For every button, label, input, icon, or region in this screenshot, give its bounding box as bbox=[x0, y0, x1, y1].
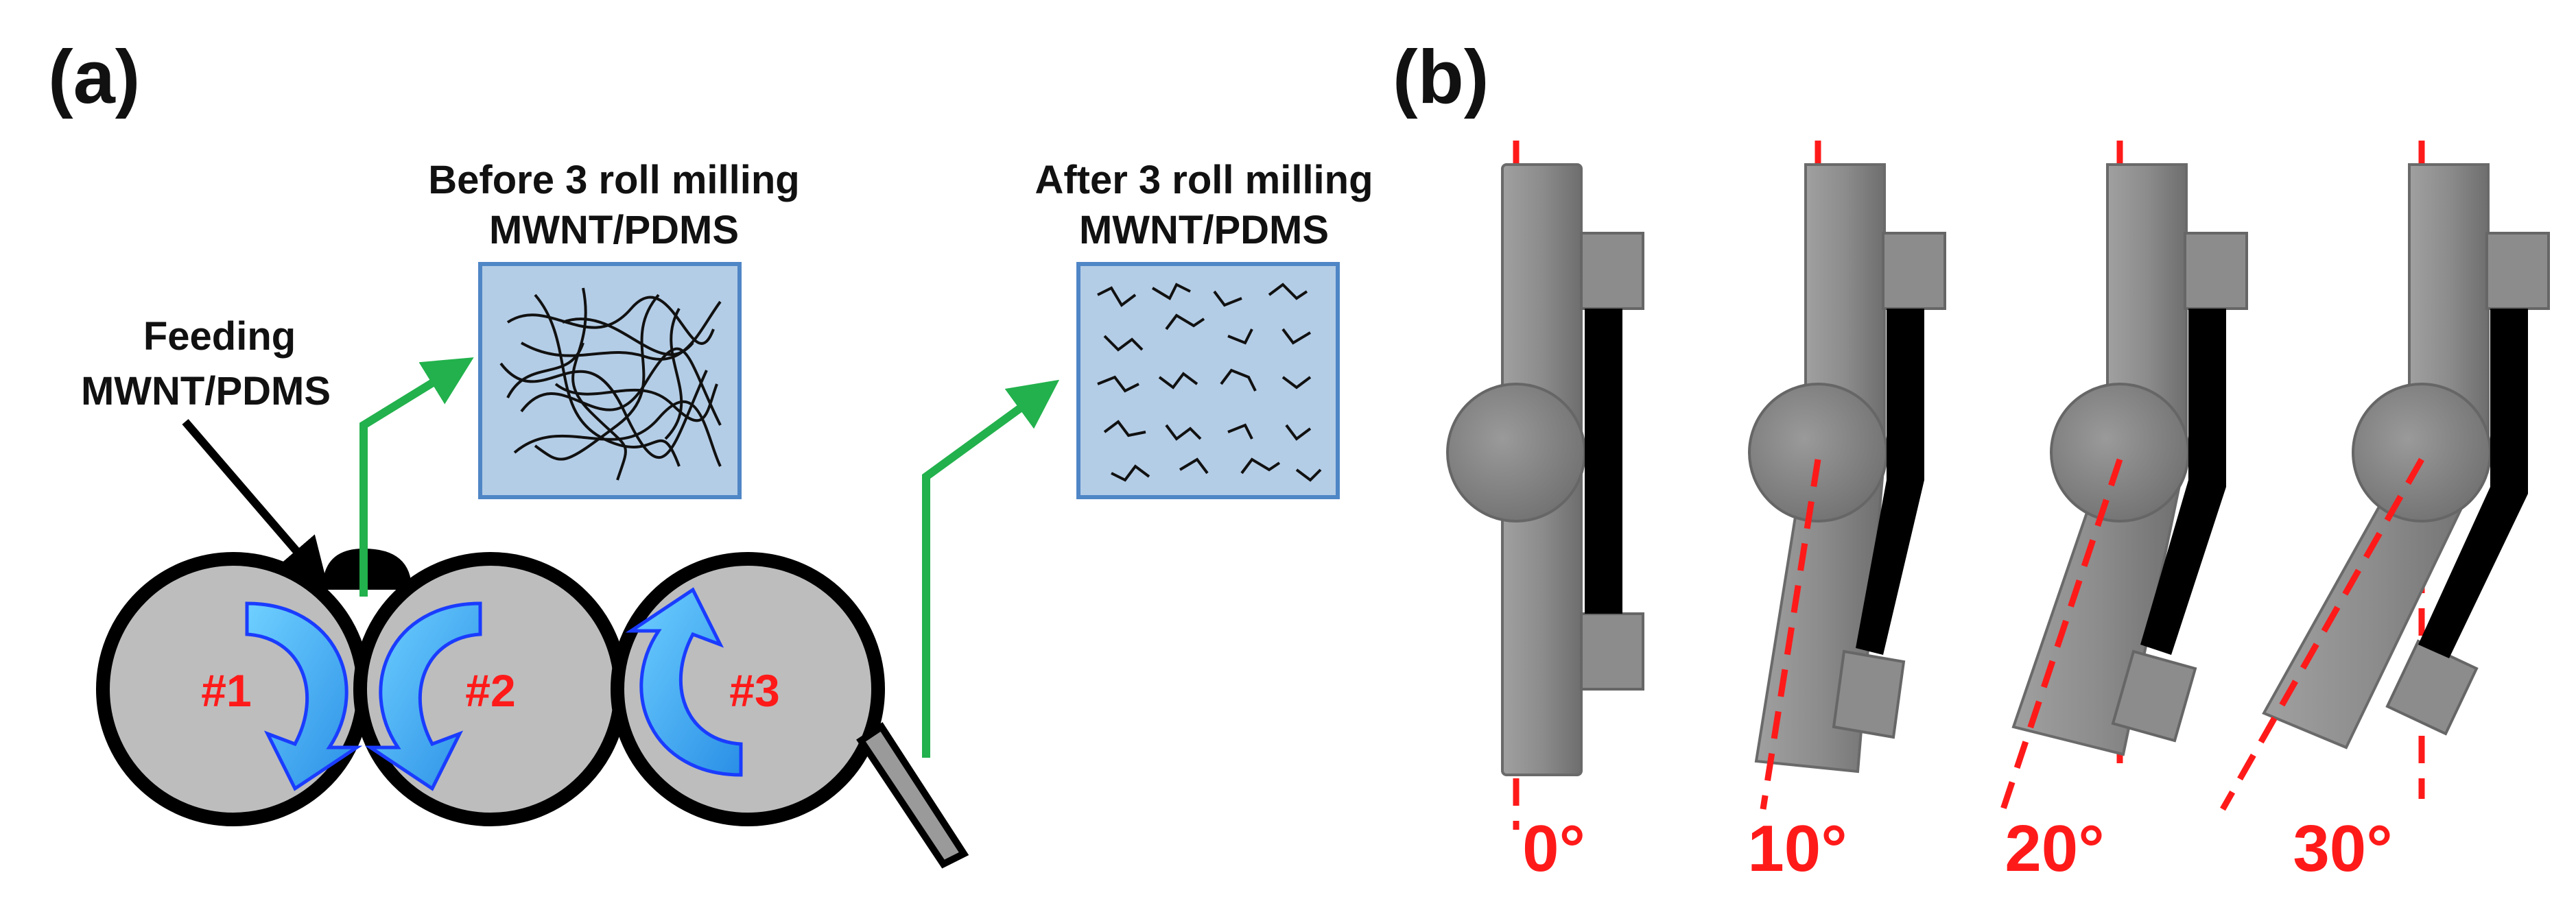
roller-1-rotation-arrow bbox=[245, 601, 363, 791]
joint-20deg-upper-block bbox=[2184, 232, 2248, 310]
feeding-arrow bbox=[182, 419, 329, 588]
panel-a-label: (a) bbox=[48, 35, 140, 119]
joint-10deg-angle-line bbox=[1760, 459, 1821, 810]
joint-0deg-upper-block bbox=[1580, 232, 1644, 310]
panel-b: (b) 0° 10° bbox=[1393, 35, 2550, 885]
feeding-label-line2: MWNT/PDMS bbox=[81, 369, 331, 413]
angle-label-30: 30° bbox=[2293, 812, 2392, 885]
roller-1-label: #1 bbox=[201, 665, 251, 716]
joint-10deg-lower-block bbox=[1832, 649, 1906, 739]
roller-1: #1 bbox=[96, 552, 370, 826]
joint-0deg-lower-block bbox=[1580, 612, 1644, 691]
roller-3-rotation-arrow bbox=[625, 587, 743, 777]
joint-10deg: 10° bbox=[1747, 141, 1946, 885]
angle-label-10: 10° bbox=[1747, 812, 1847, 885]
tangled-nanotubes bbox=[499, 287, 722, 481]
angle-label-0: 0° bbox=[1522, 812, 1585, 885]
joint-20deg-lower-block bbox=[2111, 649, 2197, 743]
joint-0deg-sensor-strip bbox=[1585, 309, 1622, 614]
joint-20deg-disc bbox=[2050, 383, 2190, 523]
joint-30deg-sensor-strip bbox=[2418, 309, 2528, 658]
joint-30deg-upper-block bbox=[2485, 232, 2550, 310]
joint-0deg-disc bbox=[1446, 383, 1586, 523]
joint-30deg: 30° bbox=[2220, 141, 2550, 885]
joint-20deg-sensor-strip bbox=[2140, 309, 2226, 655]
roller-2-label: #2 bbox=[465, 665, 515, 716]
after-label-line2: MWNT/PDMS bbox=[1079, 208, 1329, 252]
before-label-line1: Before 3 roll milling bbox=[428, 158, 799, 202]
after-label-line1: After 3 roll milling bbox=[1035, 158, 1373, 202]
joint-10deg-sensor-strip bbox=[1856, 309, 1924, 655]
dispersed-nanotubes bbox=[1097, 283, 1322, 482]
roller-2: #2 bbox=[353, 552, 628, 826]
panel-a: (a) Feeding MWNT/PDMS #1 #2 #3 bbox=[48, 35, 1373, 869]
flow-arrow-before bbox=[359, 357, 474, 597]
after-milling-box bbox=[1076, 262, 1340, 499]
roller-3: #3 bbox=[611, 552, 885, 826]
joint-20deg: 20° bbox=[2000, 141, 2248, 885]
joint-30deg-disc bbox=[2352, 383, 2492, 523]
before-label-line2: MWNT/PDMS bbox=[489, 208, 739, 252]
scraper-blade bbox=[856, 722, 969, 869]
joint-10deg-upper-block bbox=[1882, 232, 1946, 310]
angle-label-20: 20° bbox=[2005, 812, 2104, 885]
joint-20deg-angle-line bbox=[2000, 458, 2123, 811]
joint-0deg: 0° bbox=[1446, 141, 1644, 885]
roller-2-rotation-arrow bbox=[364, 601, 482, 791]
joint-30deg-angle-line bbox=[2220, 457, 2424, 811]
joint-30deg-lower-block bbox=[2385, 639, 2479, 736]
before-milling-box bbox=[478, 262, 742, 499]
joint-10deg-disc bbox=[1748, 383, 1888, 523]
flow-arrow-after bbox=[922, 379, 1060, 758]
feeding-label-line1: Feeding bbox=[143, 314, 296, 359]
panel-b-label: (b) bbox=[1393, 35, 1489, 119]
roller-3-label: #3 bbox=[729, 665, 779, 716]
